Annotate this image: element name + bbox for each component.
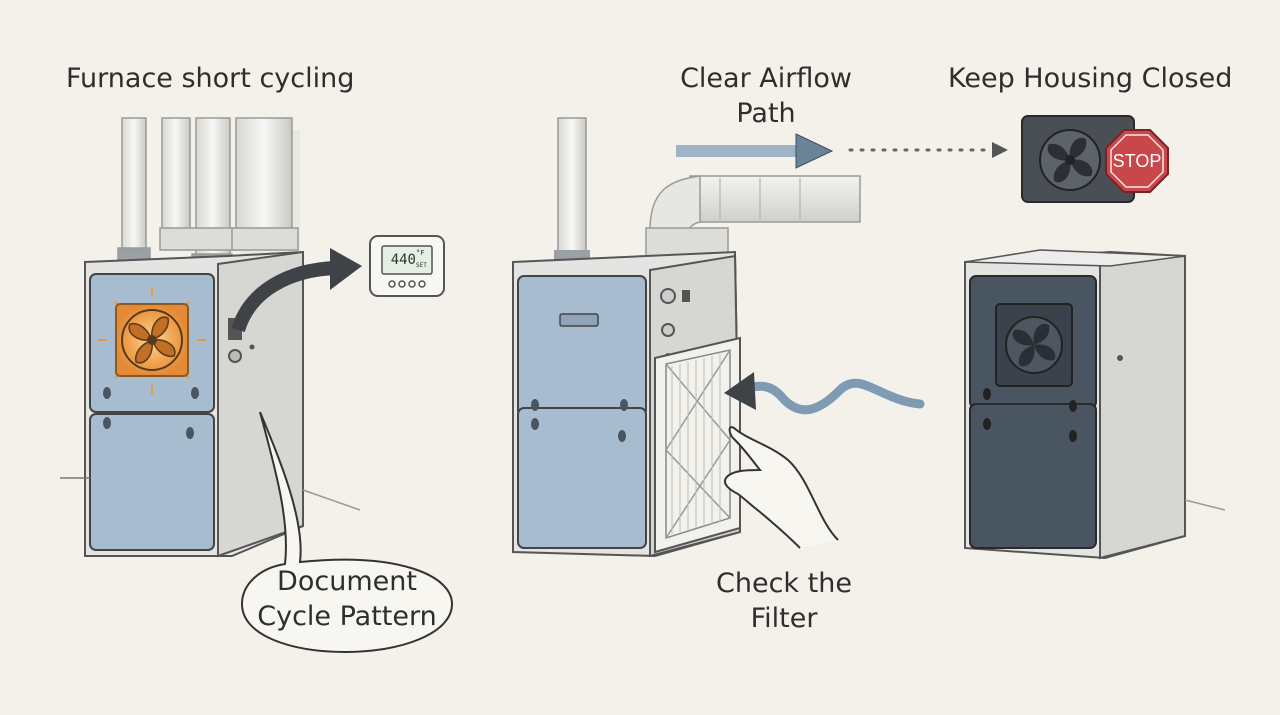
furnace-housing-closed-illustration <box>964 115 1226 560</box>
label-keep-housing-closed: Keep Housing Closed <box>948 61 1232 96</box>
thermostat-unit: °F <box>416 249 424 257</box>
furnace-short-cycling-text: Furnace short cycling <box>66 63 355 94</box>
stop-sign-text: STOP <box>1112 151 1162 171</box>
stop-sign-icon <box>1105 129 1169 193</box>
label-clear-airflow-path: Clear Airflow Path <box>666 61 866 131</box>
hand-icon <box>724 426 839 549</box>
label-furnace-short-cycling: Furnace short cycling <box>66 61 354 96</box>
furnace-short-cycling-illustration <box>60 117 454 654</box>
thermostat-arrow <box>231 261 336 333</box>
thermostat-reading: 440 <box>390 252 416 268</box>
furnace-filter-illustration <box>512 117 925 558</box>
speech-bubble <box>240 411 454 654</box>
thermostat-unit-label: °F <box>416 249 425 257</box>
label-document-cycle-pattern: Document Cycle Pattern <box>247 564 447 634</box>
document-cycle-pattern-line2: Cycle Pattern <box>257 601 437 632</box>
filter-icon <box>654 336 741 554</box>
thermostat-sub: SET <box>416 262 427 269</box>
clear-airflow-path-line2: Path <box>736 98 796 129</box>
label-check-the-filter: Check the Filter <box>694 566 874 636</box>
thermostat-display: 440 <box>386 251 416 269</box>
clear-airflow-arrow <box>676 133 1008 169</box>
keep-housing-closed-text: Keep Housing Closed <box>948 63 1233 94</box>
air-duct <box>645 175 861 259</box>
vent-pipes <box>117 117 299 267</box>
fan-housing-icon <box>1021 115 1135 203</box>
thermostat-sub-label: SET <box>416 262 427 269</box>
check-the-filter-line2: Filter <box>750 603 818 634</box>
document-cycle-pattern-line1: Document <box>277 566 417 597</box>
thermostat-icon <box>369 235 445 297</box>
check-the-filter-line1: Check the <box>716 568 852 599</box>
lower-access-panel <box>89 413 215 551</box>
airflow-arrow-icon <box>743 378 925 415</box>
clear-airflow-path-line1: Clear Airflow <box>680 63 852 94</box>
fan-icon <box>98 287 206 394</box>
